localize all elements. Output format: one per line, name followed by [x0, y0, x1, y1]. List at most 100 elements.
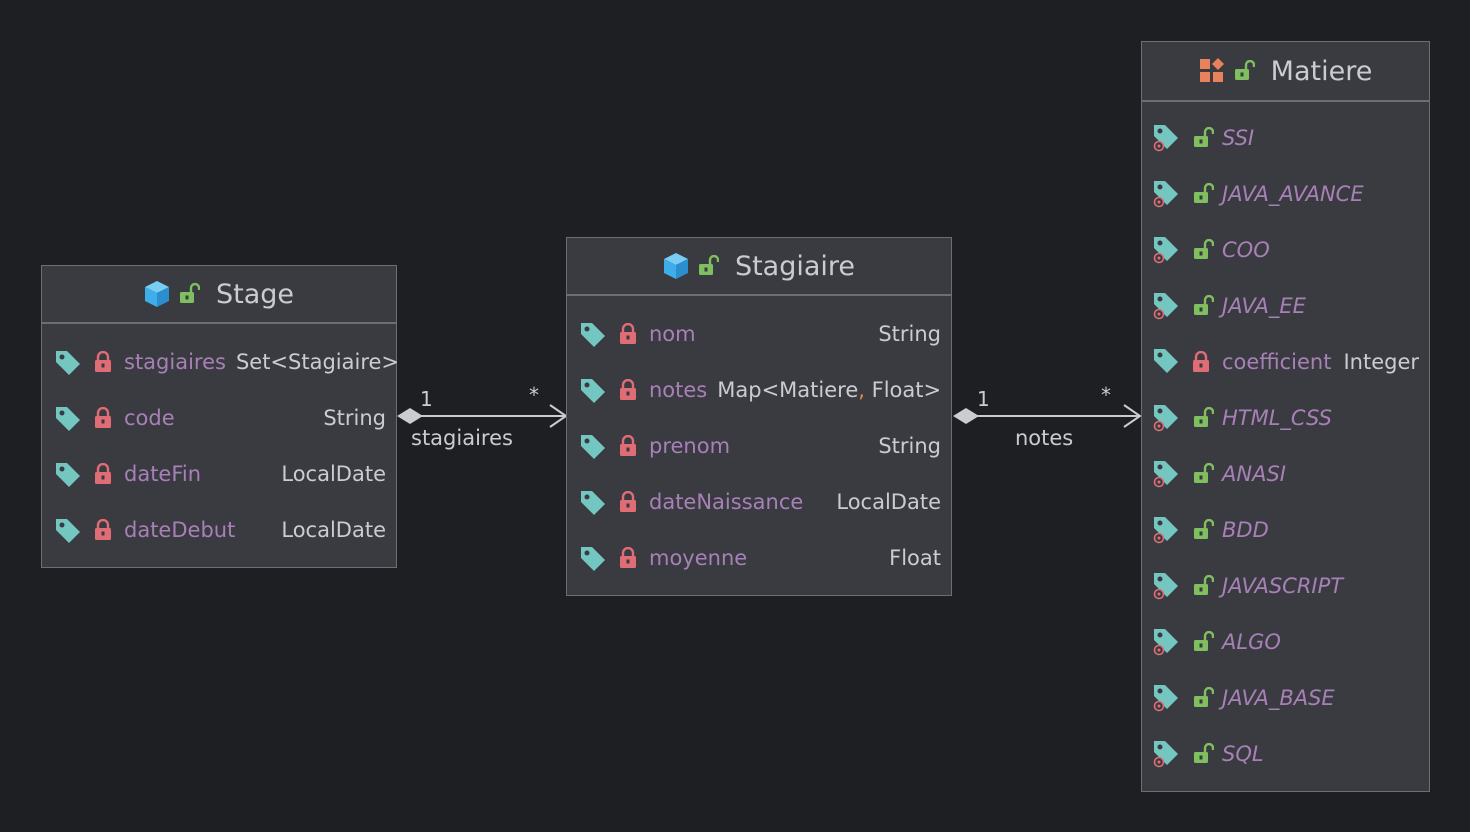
class-icon [663, 252, 689, 280]
source-multiplicity: 1 [977, 387, 990, 411]
member-row[interactable]: SQL [1142, 726, 1429, 782]
member-type: LocalDate [281, 462, 386, 486]
member-type: Map<Matiere, Float> [707, 378, 941, 402]
arrow-head [1123, 404, 1142, 428]
member-name: BDD [1222, 518, 1269, 542]
member-row[interactable]: JAVA_BASE [1142, 670, 1429, 726]
enum-constant-icon [1152, 235, 1182, 265]
class-name: Stagiaire [734, 250, 856, 282]
member-name: SSI [1222, 126, 1255, 150]
member-type: Integer [1343, 350, 1419, 374]
relation-label: notes [1015, 426, 1073, 450]
enum-constant-icon [1152, 123, 1182, 153]
member-name: JAVASCRIPT [1222, 574, 1344, 598]
private-lock-icon [94, 351, 116, 373]
relation-label: stagiaires [411, 426, 513, 450]
private-lock-icon [94, 519, 116, 541]
enum-constant-icon [1152, 179, 1182, 209]
member-row[interactable]: moyenne Float [567, 530, 951, 586]
field-icon [54, 461, 84, 487]
member-row[interactable]: code String [42, 390, 396, 446]
member-row[interactable]: coefficient Integer [1142, 334, 1429, 390]
enum-constant-icon [1152, 515, 1182, 545]
enum-constant-icon [1152, 739, 1182, 769]
class-header: Stage [42, 266, 396, 324]
relation-stagiaire-matiere[interactable]: 1 * notes [953, 383, 1142, 450]
member-name: HTML_CSS [1222, 406, 1332, 430]
member-name: coefficient [1222, 350, 1332, 374]
member-row[interactable]: JAVA_AVANCE [1142, 166, 1429, 222]
relation-stage-stagiaire[interactable]: 1 * stagiaires [397, 383, 568, 450]
member-name: prenom [649, 434, 731, 458]
class-name: Stage [215, 278, 295, 310]
public-lock-icon [697, 255, 719, 277]
member-row[interactable]: JAVA_EE [1142, 278, 1429, 334]
member-row[interactable]: nom String [567, 306, 951, 362]
class-members: nom String notes Map<Matiere, Float> pre… [567, 296, 951, 586]
public-lock-icon [1192, 687, 1214, 709]
field-icon [1152, 347, 1182, 377]
member-row[interactable]: dateDebut LocalDate [42, 502, 396, 558]
class-members: SSI JAVA_AVANCE COO JAVA_EE coefficient [1142, 102, 1429, 782]
private-lock-icon [619, 547, 641, 569]
member-row[interactable]: BDD [1142, 502, 1429, 558]
class-stage[interactable]: Stage stagiaires Set<Stagiaire> code Str… [41, 265, 400, 568]
enum-constant-icon [1152, 403, 1182, 433]
member-row[interactable]: prenom String [567, 418, 951, 474]
member-name: notes [649, 378, 708, 402]
member-row[interactable]: dateNaissance LocalDate [567, 474, 951, 530]
member-row[interactable]: SSI [1142, 110, 1429, 166]
member-row[interactable]: ANASI [1142, 446, 1429, 502]
member-row[interactable]: COO [1142, 222, 1429, 278]
target-multiplicity: * [1101, 383, 1111, 407]
member-name: stagiaires [124, 350, 226, 374]
field-icon [579, 545, 609, 571]
member-name: SQL [1222, 742, 1264, 766]
public-lock-icon [1192, 519, 1214, 541]
enum-matiere[interactable]: Matiere SSI JAVA_AVANCE COO JAVA_EE [1141, 41, 1430, 792]
member-name: nom [649, 322, 696, 346]
member-name: JAVA_BASE [1222, 686, 1335, 710]
composition-diamond [397, 408, 423, 424]
class-stagiaire[interactable]: Stagiaire nom String notes Map<Matiere, … [566, 237, 952, 596]
private-lock-icon [619, 435, 641, 457]
arrow-head [549, 404, 568, 428]
class-header: Matiere [1142, 42, 1429, 102]
member-row[interactable]: notes Map<Matiere, Float> [567, 362, 951, 418]
member-row[interactable]: dateFin LocalDate [42, 446, 396, 502]
member-name: JAVA_EE [1222, 294, 1306, 318]
member-row[interactable]: JAVASCRIPT [1142, 558, 1429, 614]
public-lock-icon [1192, 463, 1214, 485]
field-icon [579, 489, 609, 515]
public-lock-icon [1192, 183, 1214, 205]
member-name: code [124, 406, 175, 430]
member-name: COO [1222, 238, 1270, 262]
private-lock-icon [619, 323, 641, 345]
type-separator: , [858, 378, 865, 402]
enum-constant-icon [1152, 627, 1182, 657]
public-lock-icon [1192, 239, 1214, 261]
member-type: Set<Stagiaire> [235, 350, 400, 374]
enum-constant-icon [1152, 571, 1182, 601]
member-name: ALGO [1222, 630, 1281, 654]
enum-constant-icon [1152, 459, 1182, 489]
member-type: String [878, 322, 941, 346]
field-icon [579, 377, 609, 403]
class-icon [144, 280, 170, 308]
field-icon [579, 433, 609, 459]
public-lock-icon [1192, 127, 1214, 149]
member-row[interactable]: stagiaires Set<Stagiaire> [42, 334, 400, 390]
private-lock-icon [94, 463, 116, 485]
public-lock-icon [1192, 575, 1214, 597]
member-name: dateNaissance [649, 490, 804, 514]
member-type: LocalDate [836, 490, 941, 514]
member-row[interactable]: HTML_CSS [1142, 390, 1429, 446]
member-type: Float [889, 546, 941, 570]
public-lock-icon [1233, 60, 1255, 82]
class-name: Matiere [1270, 55, 1373, 87]
member-row[interactable]: ALGO [1142, 614, 1429, 670]
private-lock-icon [1192, 351, 1214, 373]
field-icon [54, 349, 84, 375]
public-lock-icon [1192, 407, 1214, 429]
